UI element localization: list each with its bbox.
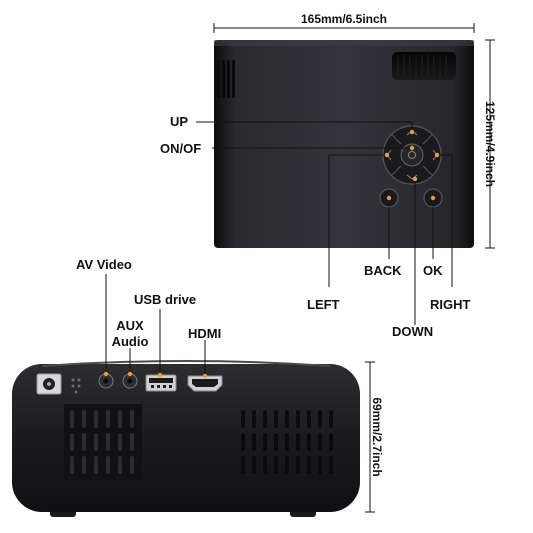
aux-audio-port (122, 373, 138, 389)
vent-slot (296, 410, 300, 428)
vent-slot (82, 433, 86, 451)
vent-slot (329, 456, 333, 474)
rear-view-projector (12, 360, 360, 517)
hdmi-port (187, 375, 223, 392)
vent-slot (274, 433, 278, 451)
top-dimension-lines (213, 23, 495, 249)
marker-right (434, 152, 440, 158)
top-side-vent (217, 60, 235, 98)
marker-back (386, 195, 392, 201)
vent-slot (106, 433, 110, 451)
label-ok: OK (423, 263, 443, 278)
vent-slot (285, 410, 289, 428)
top-view-body (214, 40, 474, 248)
ir-sensor (71, 378, 81, 394)
label-down: DOWN (392, 324, 434, 339)
label-left: LEFT (307, 297, 340, 312)
height-dimension-label: 69mm/2.7inch (370, 397, 384, 477)
vent-slot (241, 456, 245, 474)
label-back: BACK (364, 263, 402, 278)
marker-onoff (409, 145, 415, 151)
vent-slot (274, 410, 278, 428)
marker-down (412, 176, 418, 182)
vent-slot (307, 456, 311, 474)
label-up: UP (170, 114, 189, 129)
vent-slot (274, 456, 278, 474)
label-on-off: ON/OF (160, 141, 202, 156)
leader-left (328, 154, 387, 287)
vent-slot (130, 410, 134, 428)
top-leader-lines (196, 121, 453, 325)
usb-drive-port (145, 374, 177, 392)
vent-slot (318, 456, 322, 474)
top-marker-dots (384, 129, 440, 201)
rear-leader-lines (105, 274, 206, 376)
rear-marker-dots (103, 371, 208, 379)
width-dimension-label: 165mm/6.5inch (300, 12, 388, 26)
rear-dimension-lines (365, 361, 375, 513)
vent-slot (307, 433, 311, 451)
vent-slot (82, 456, 86, 474)
rear-vent-left (64, 404, 142, 480)
marker-ok (430, 195, 436, 201)
vent-slot (263, 410, 267, 428)
vent-slot (241, 433, 245, 451)
vent-slot (118, 410, 122, 428)
vent-slot (263, 433, 267, 451)
vent-slot (296, 456, 300, 474)
vent-slot (94, 433, 98, 451)
vent-slot (318, 433, 322, 451)
marker-up (409, 129, 415, 135)
label-audio: Audio (111, 334, 149, 349)
vent-slot (252, 456, 256, 474)
vent-slot (82, 410, 86, 428)
marker-left (384, 152, 390, 158)
vent-slot (307, 410, 311, 428)
power-jack (36, 373, 62, 395)
leader-up (196, 121, 413, 132)
label-right: RIGHT (430, 297, 471, 312)
vent-slot (94, 456, 98, 474)
top-view-projector (214, 40, 474, 248)
rear-vent-right (241, 410, 333, 474)
dpad-control[interactable] (382, 125, 442, 185)
vent-slot (130, 433, 134, 451)
vent-slot (296, 433, 300, 451)
vent-slot (329, 433, 333, 451)
vent-slot (106, 456, 110, 474)
vent-slot (70, 456, 74, 474)
vent-slot (118, 456, 122, 474)
label-hdmi: HDMI (188, 326, 222, 341)
vent-slot (285, 433, 289, 451)
vent-slot (263, 456, 267, 474)
vent-slot (130, 456, 134, 474)
vent-slot (329, 410, 333, 428)
label-aux: AUX (116, 318, 144, 333)
depth-dimension-label: 125mm/4.9inch (483, 100, 497, 188)
leader-right (437, 154, 453, 287)
vent-slot (285, 456, 289, 474)
vent-slot (94, 410, 98, 428)
vent-slot (252, 410, 256, 428)
vent-slot (106, 410, 110, 428)
vent-slot (118, 433, 122, 451)
vent-slot (241, 410, 245, 428)
label-usb-drive: USB drive (134, 292, 197, 307)
label-av-video: AV Video (76, 257, 132, 272)
vent-slot (318, 410, 322, 428)
vent-slot (70, 410, 74, 428)
vent-slot (70, 433, 74, 451)
vent-slot (252, 433, 256, 451)
